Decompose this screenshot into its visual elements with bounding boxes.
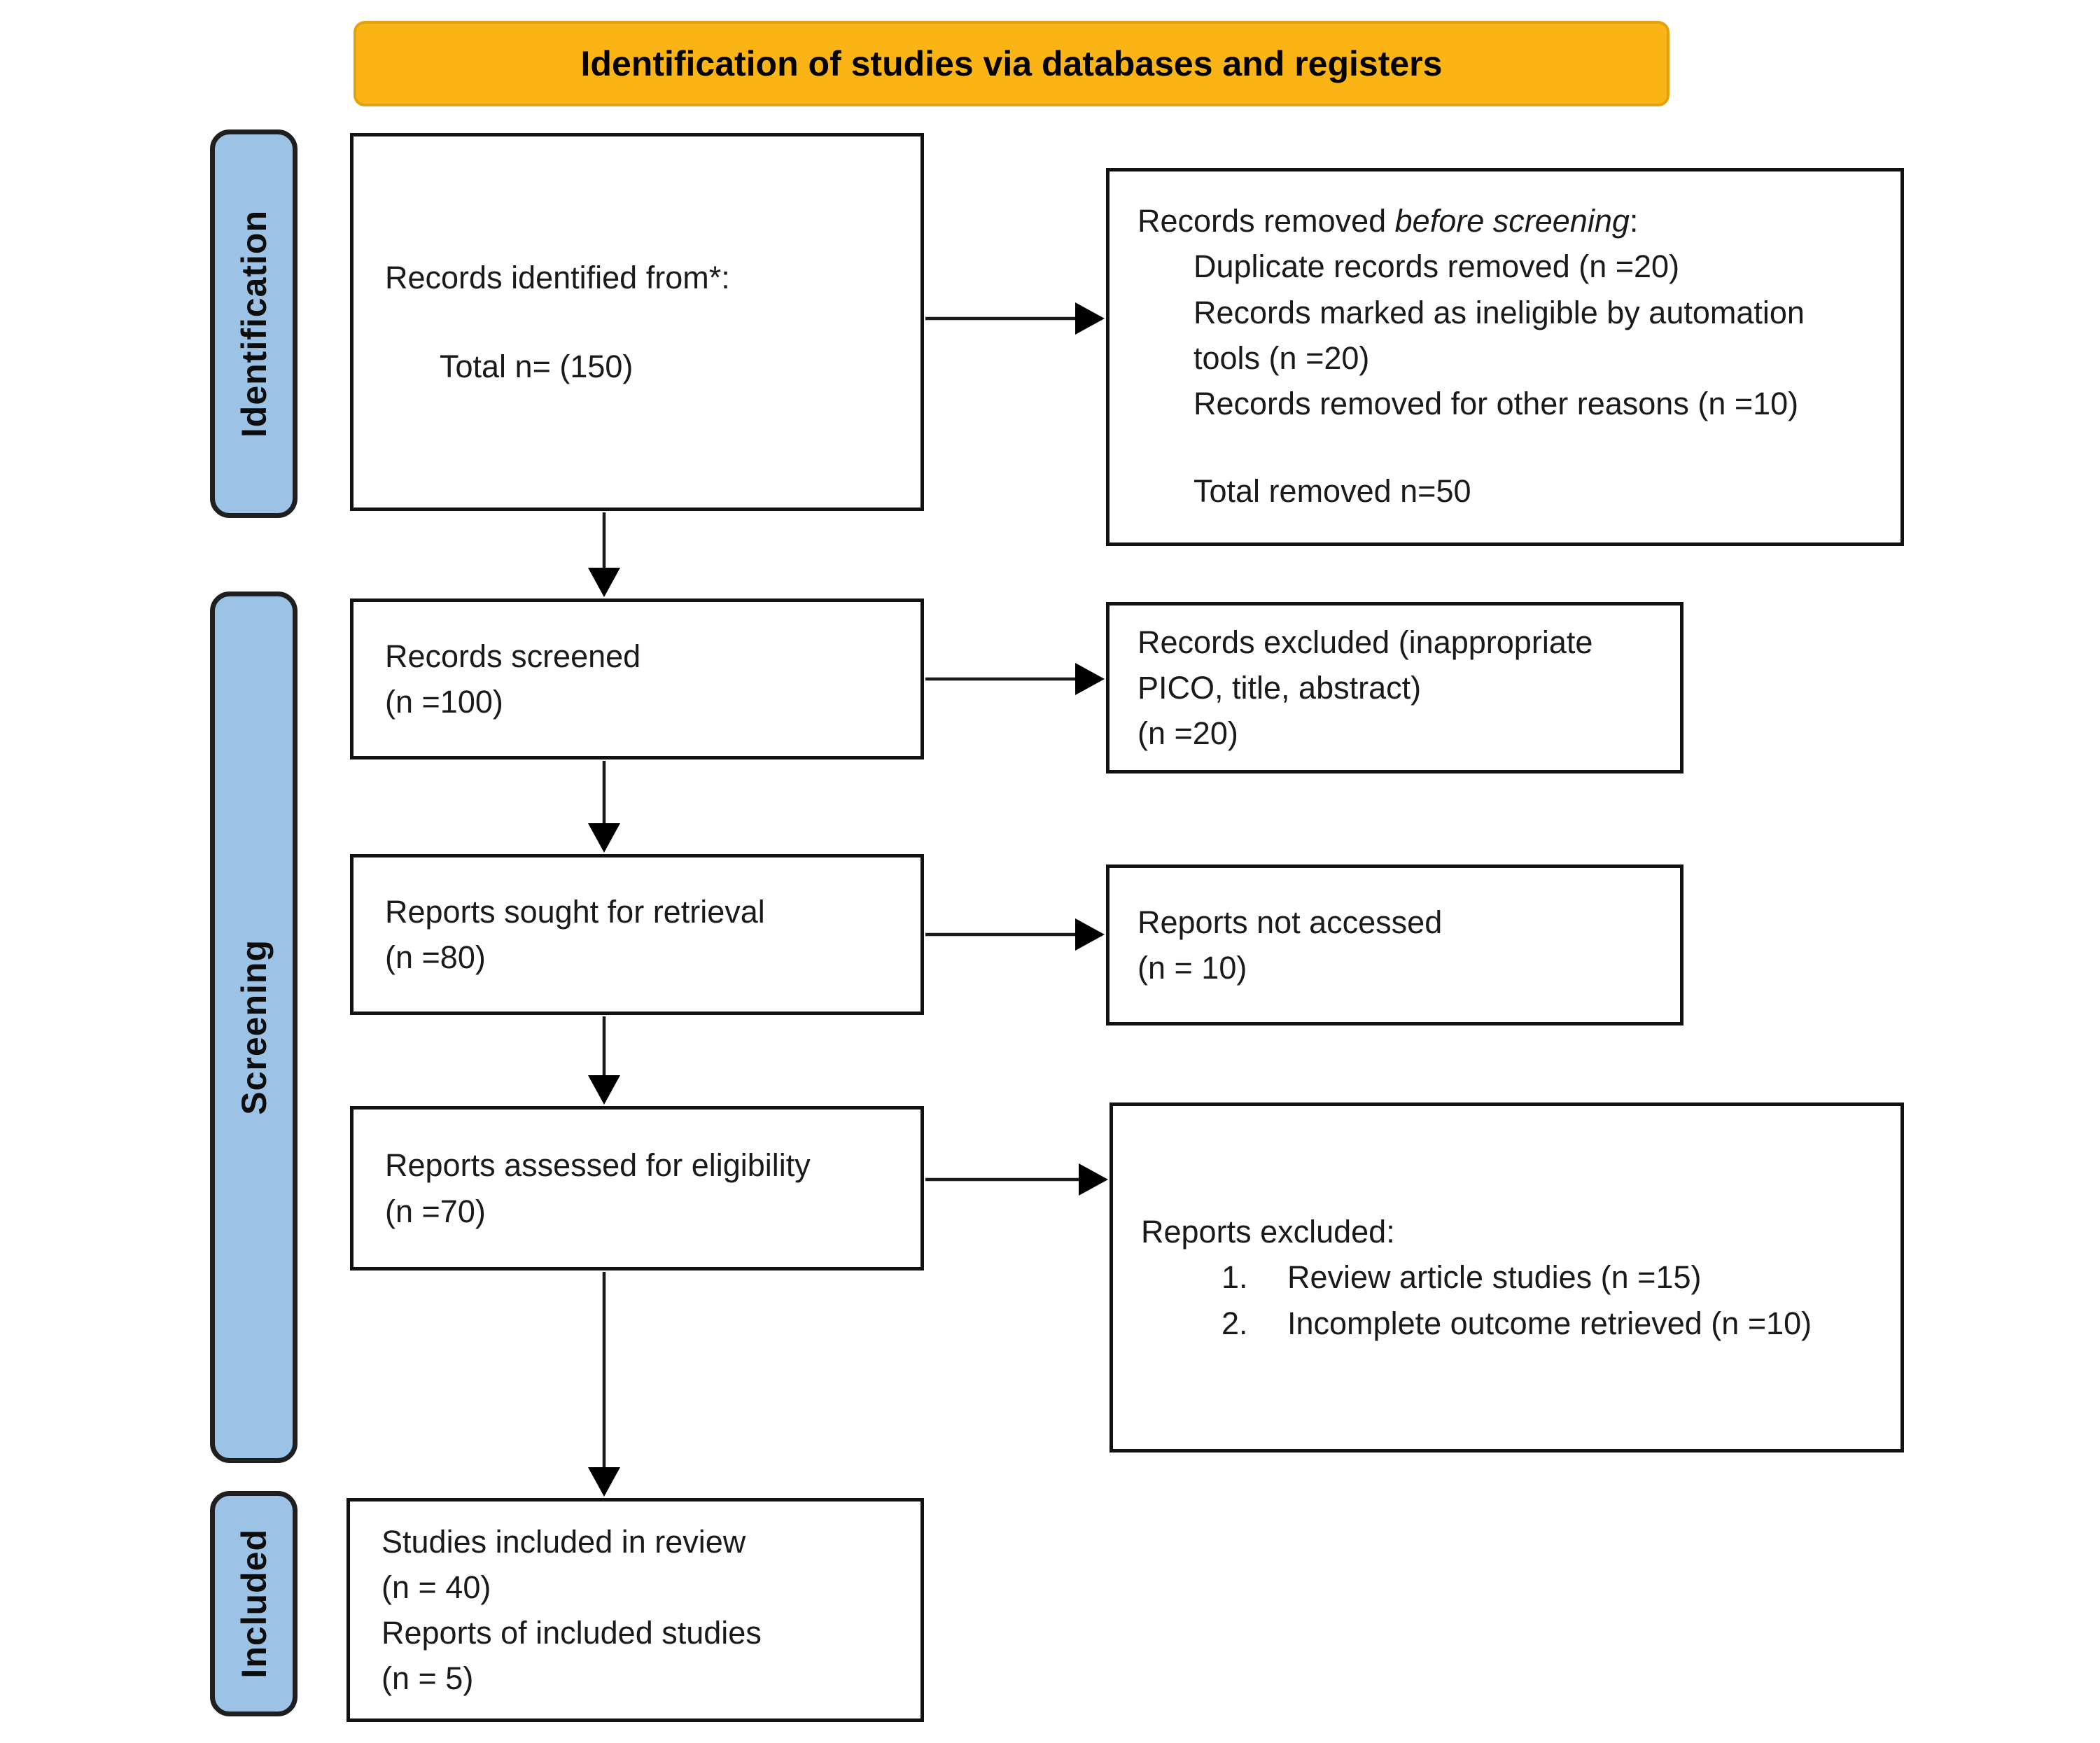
reports-sought-line2: (n =80)	[385, 939, 486, 975]
box-reports-sought: Reports sought for retrieval (n =80)	[350, 854, 924, 1015]
reports-excluded-item-1-number: 1.	[1222, 1259, 1248, 1296]
arrow-sought-to-not-accessed	[925, 918, 1105, 951]
box-reports-not-accessed: Reports not accessed (n = 10)	[1106, 864, 1684, 1026]
arrow-screened-to-sought	[588, 761, 620, 853]
reports-assessed-line2: (n =70)	[385, 1193, 486, 1229]
stage-label-screening: Screening	[210, 592, 298, 1463]
records-identified-title: Records identified from*:	[385, 259, 730, 295]
box-reports-excluded: Reports excluded: 1. Review article stud…	[1110, 1102, 1904, 1452]
reports-excluded-item-2-text: Incomplete outcome retrieved (n =10)	[1287, 1305, 1812, 1341]
reports-excluded-item-2: 2. Incomplete outcome retrieved (n =10)	[1222, 1301, 1872, 1346]
reports-not-accessed-line1: Reports not accessed	[1138, 904, 1443, 940]
records-screened-line1: Records screened	[385, 638, 641, 674]
box-reports-assessed: Reports assessed for eligibility (n =70)	[350, 1106, 924, 1270]
stage-label-identification-text: Identification	[234, 209, 274, 438]
reports-excluded-item-2-number: 2.	[1222, 1305, 1248, 1341]
arrow-identified-to-removed	[925, 302, 1105, 335]
box-records-screened: Records screened (n =100)	[350, 598, 924, 760]
diagram-title-banner: Identification of studies via databases …	[354, 21, 1670, 106]
studies-included-line3: Reports of included studies	[382, 1615, 762, 1651]
arrow-screened-to-excluded	[925, 663, 1105, 695]
reports-not-accessed-line2: (n = 10)	[1138, 950, 1247, 986]
stage-label-screening-text: Screening	[234, 939, 274, 1115]
stage-label-identification: Identification	[210, 130, 298, 518]
arrow-assessed-to-included	[588, 1272, 620, 1497]
removed-item-automation: Records marked as ineligible by automati…	[1194, 294, 1805, 376]
studies-included-line1: Studies included in review	[382, 1523, 746, 1560]
records-removed-heading-prefix: Records removed	[1138, 203, 1395, 239]
records-removed-heading-suffix: :	[1629, 203, 1639, 239]
reports-excluded-item-1: 1. Review article studies (n =15)	[1222, 1254, 1872, 1300]
stage-label-included: Included	[210, 1491, 298, 1716]
box-records-excluded: Records excluded (inappropriate PICO, ti…	[1106, 602, 1684, 774]
arrow-identified-to-screened	[588, 512, 620, 597]
reports-excluded-item-1-text: Review article studies (n =15)	[1287, 1259, 1702, 1296]
records-excluded-line2: (n =20)	[1138, 715, 1238, 752]
box-records-removed-before-screening: Records removed before screening: Duplic…	[1106, 168, 1904, 546]
stage-label-included-text: Included	[234, 1529, 274, 1679]
records-identified-total: Total n= (150)	[440, 349, 634, 384]
studies-included-line2: (n = 40)	[382, 1569, 491, 1605]
removed-total: Total removed n=50	[1194, 473, 1471, 510]
records-removed-heading-italic: before screening	[1394, 203, 1630, 239]
records-screened-line2: (n =100)	[385, 684, 503, 720]
removed-item-other-reasons: Records removed for other reasons (n =10…	[1194, 386, 1799, 421]
reports-sought-line1: Reports sought for retrieval	[385, 893, 765, 930]
removed-item-duplicates: Duplicate records removed (n =20)	[1194, 248, 1680, 285]
reports-excluded-heading: Reports excluded:	[1141, 1214, 1395, 1250]
box-studies-included: Studies included in review (n = 40) Repo…	[346, 1498, 924, 1722]
arrow-sought-to-assessed	[588, 1016, 620, 1105]
arrow-assessed-to-reports-excluded	[925, 1163, 1108, 1196]
reports-assessed-line1: Reports assessed for eligibility	[385, 1147, 811, 1184]
box-records-identified: Records identified from*: Total n= (150)	[350, 133, 924, 511]
studies-included-line4: (n = 5)	[382, 1660, 474, 1697]
records-excluded-line1: Records excluded (inappropriate PICO, ti…	[1138, 624, 1593, 706]
records-removed-heading: Records removed before screening:	[1138, 198, 1872, 244]
